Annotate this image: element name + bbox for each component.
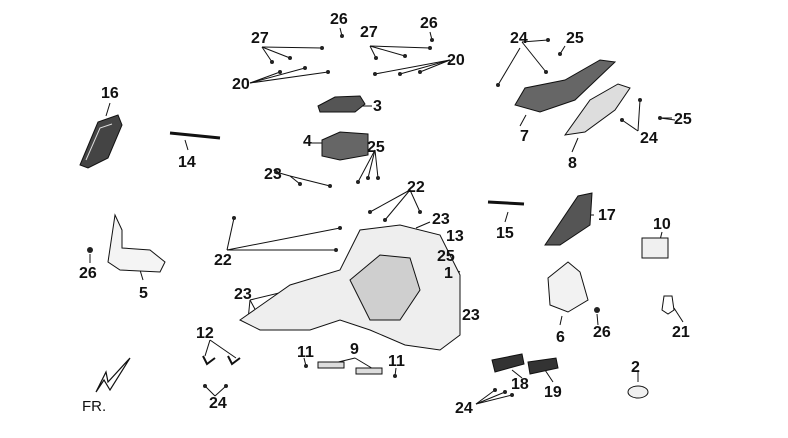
- part-number-19: 19: [544, 384, 562, 401]
- part-number-25d: 25: [437, 248, 455, 265]
- part-number-12: 12: [196, 325, 214, 342]
- part-number-18: 18: [511, 376, 529, 393]
- part-number-9: 9: [350, 341, 359, 358]
- part-number-2: 2: [631, 359, 640, 376]
- part-number-25b: 25: [674, 111, 692, 128]
- part-number-26a: 26: [330, 11, 348, 28]
- part-number-8: 8: [568, 155, 577, 172]
- part-number-22b: 22: [214, 252, 232, 269]
- part-number-24d: 24: [455, 400, 473, 417]
- part-number-23a: 23: [264, 166, 282, 183]
- part-number-25c: 25: [367, 139, 385, 156]
- part-number-3: 3: [373, 98, 382, 115]
- part-number-24c: 24: [209, 395, 227, 412]
- part-number-23c: 23: [234, 286, 252, 303]
- part-number-23d: 23: [462, 307, 480, 324]
- part-number-16: 16: [101, 85, 119, 102]
- part-number-20b: 20: [447, 52, 465, 69]
- part-number-4: 4: [303, 133, 312, 150]
- part-number-23b: 23: [432, 211, 450, 228]
- part-number-20a: 20: [232, 76, 250, 93]
- part-number-26c: 26: [79, 265, 97, 282]
- front-marker-label: FR.: [82, 398, 107, 415]
- part-number-1: 1: [444, 265, 453, 282]
- part-number-15: 15: [496, 225, 514, 242]
- part-number-24a: 24: [510, 30, 528, 47]
- part-number-27a: 27: [251, 30, 269, 47]
- part-number-17: 17: [598, 207, 616, 224]
- part-number-5: 5: [139, 285, 148, 302]
- part-number-7: 7: [520, 128, 529, 145]
- part-number-22a: 22: [407, 179, 425, 196]
- part-number-11a: 11: [297, 344, 314, 361]
- part-number-26d: 26: [593, 324, 611, 341]
- part-number-24b: 24: [640, 130, 658, 147]
- part-number-14: 14: [178, 154, 196, 171]
- part-number-26b: 26: [420, 15, 438, 32]
- part-number-25a: 25: [566, 30, 584, 47]
- part-number-21: 21: [672, 324, 690, 341]
- part-number-27b: 27: [360, 24, 378, 41]
- part-number-10: 10: [653, 216, 671, 233]
- part-number-6: 6: [556, 329, 565, 346]
- part-number-13: 13: [446, 228, 464, 245]
- part-number-11b: 11: [388, 353, 405, 370]
